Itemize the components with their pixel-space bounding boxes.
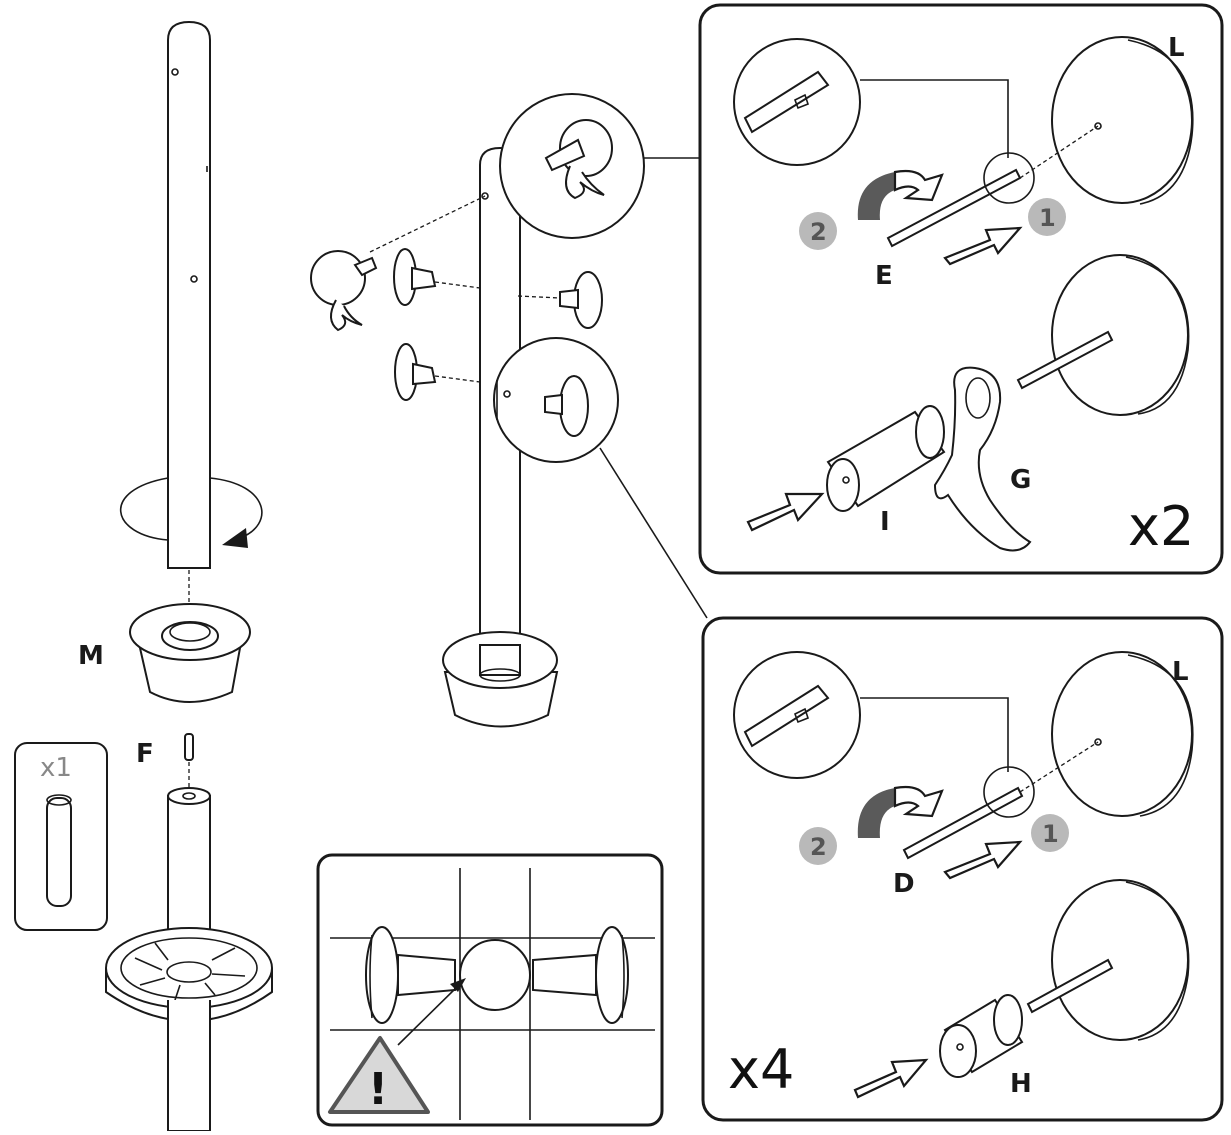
- multiplier-x2: x2: [1128, 495, 1194, 558]
- disc-l-bottom: [1051, 651, 1194, 817]
- panel-knob-assembly: L D 2 1 H x4: [701, 616, 1224, 1122]
- label-l-bottom: L: [1172, 657, 1189, 687]
- label-i: I: [880, 507, 890, 537]
- label-h: H: [1010, 1069, 1032, 1099]
- label-d: D: [893, 869, 915, 899]
- step-badge-1-top: [1028, 198, 1066, 236]
- label-f: F: [136, 739, 154, 769]
- step-badge-1-bottom: [1031, 814, 1069, 852]
- zoom-circle-lower: [493, 337, 619, 463]
- multiplier-x4: x4: [728, 1038, 794, 1101]
- zoom-circle-top: [499, 93, 645, 239]
- cone-h: [939, 994, 1024, 1078]
- knob-upper-right: [559, 271, 603, 329]
- pin-f: [184, 733, 194, 761]
- step-badge-2-bottom: [799, 827, 837, 865]
- pin-count-box: x1: [14, 742, 108, 931]
- warning-panel: !: [316, 853, 664, 1127]
- warning-symbol: !: [368, 1064, 388, 1115]
- left-pole-assembly: M F x1: [14, 20, 273, 1132]
- step-1-top: 1: [1039, 204, 1056, 232]
- step-2-top: 2: [810, 218, 827, 246]
- center-pole-assembly: [310, 93, 708, 728]
- step-2-bottom: 2: [810, 833, 827, 861]
- panel-hook-assembly: L E 2 1 G: [698, 3, 1224, 575]
- knob-lower-left: [394, 343, 437, 401]
- step-badge-2-top: [799, 212, 837, 250]
- f-count: x1: [40, 753, 72, 783]
- label-m: M: [78, 641, 104, 671]
- cap-m: [129, 603, 251, 703]
- hook-g: [933, 366, 1032, 552]
- hook-knob-left: [310, 250, 378, 332]
- warning-triangle-icon: !: [328, 1036, 430, 1115]
- disc-l-with-rod: [1016, 254, 1190, 416]
- disc-l-with-rod-bottom: [1026, 879, 1190, 1041]
- disc-l-top: [1051, 36, 1194, 205]
- step-1-bottom: 1: [1042, 820, 1059, 848]
- label-e: E: [875, 261, 893, 291]
- label-l-top: L: [1168, 33, 1185, 63]
- knob-upper-left: [393, 248, 437, 306]
- cone-i: [826, 405, 946, 512]
- label-g: G: [1010, 465, 1031, 495]
